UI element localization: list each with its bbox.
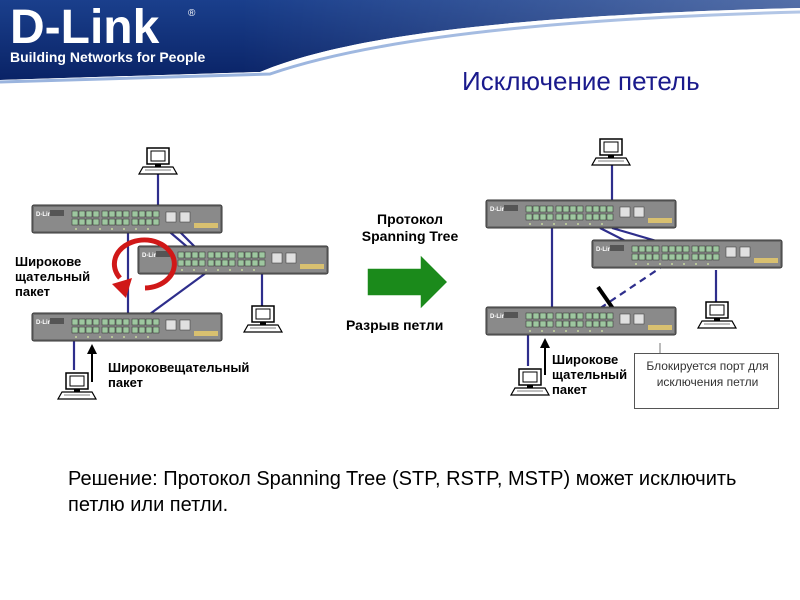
- loop-arrow-icon: [111, 237, 177, 298]
- computer-icon: [138, 147, 178, 175]
- computer-icon: [510, 368, 550, 396]
- solution-text: Решение: Протокол Spanning Tree (STP, RS…: [68, 468, 737, 516]
- right-switch-bottom: [485, 306, 677, 336]
- computer-icon: [57, 372, 97, 400]
- header-banner: [0, 0, 800, 92]
- right-arrow-icon: [366, 252, 450, 312]
- right-switch-top: [485, 199, 677, 229]
- blocked-port-note: Блокируется порт для исключения петли: [646, 359, 769, 389]
- broadcast-label-left-top: Широкове щательный пакет: [15, 254, 91, 299]
- left-switch-bottom: [31, 312, 223, 342]
- broadcast-up-arrow: [87, 344, 97, 382]
- computer-icon: [243, 305, 283, 333]
- registered-mark: ®: [188, 8, 196, 19]
- computer-icon: [591, 138, 631, 166]
- left-switch-top: [31, 204, 223, 234]
- broadcast-up-arrow: [540, 338, 550, 375]
- broadcast-label-left-bottom: Широковещательный пакет: [108, 360, 250, 390]
- logo-tagline: Building Networks for People: [10, 49, 206, 65]
- loop-break-label: Разрыв петли: [346, 317, 444, 333]
- dlink-logo: D-Link: [10, 1, 160, 54]
- computer-icon: [697, 301, 737, 329]
- slide-title: Исключение петель: [462, 66, 700, 96]
- right-switch-middle: [591, 239, 783, 269]
- protocol-label: Протокол Spanning Tree: [361, 211, 459, 244]
- blocked-port-callout: Блокируется порт для исключения петли: [634, 353, 779, 409]
- broadcast-label-right: Широкове щательный пакет: [552, 352, 628, 397]
- block-mark-icon: [596, 285, 616, 312]
